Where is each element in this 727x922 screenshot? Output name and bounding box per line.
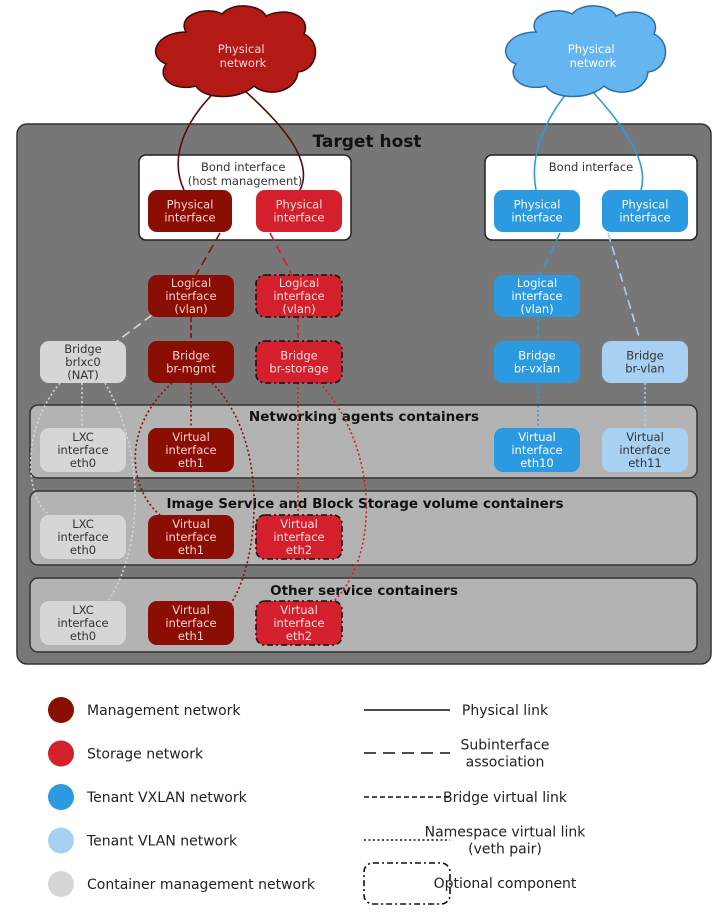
subinterface-association — [539, 232, 561, 276]
legend-optional-swatch — [363, 862, 451, 905]
legend-link-label: Bridge virtual link — [443, 790, 568, 806]
legend-link-item: Namespace virtual link(veth pair) — [364, 825, 586, 858]
legend-swatch — [48, 871, 74, 897]
legend-link-label: Physical link — [462, 703, 549, 719]
physical-link — [229, 77, 305, 191]
subinterface-association — [269, 232, 293, 276]
legend-link-label: Optional component — [434, 876, 577, 892]
target-host-title: Target host — [312, 132, 421, 152]
svg-text:Physical network: Physical network — [568, 42, 618, 70]
legend-swatch — [48, 784, 74, 810]
legend-label: Tenant VLAN network — [86, 834, 238, 850]
legend-label: Management network — [87, 703, 241, 719]
legend-swatch — [48, 697, 74, 723]
subinterface-association — [607, 232, 641, 341]
legend-label: Tenant VXLAN network — [86, 790, 248, 806]
subinterface-association — [195, 232, 221, 276]
bond-left-label: Bond interface (host management) — [188, 160, 303, 188]
other-service-containers: Other service containers — [29, 577, 698, 653]
legend-swatch — [48, 827, 74, 854]
image-block-storage-containers: Image Service and Block Storage volume c… — [29, 490, 698, 566]
legend-item: Container management network — [48, 871, 316, 897]
legend-link-item: Optional component — [363, 862, 577, 905]
networking-agents-containers: Networking agents containers — [29, 404, 698, 479]
legend-link-item: Bridge virtual link — [364, 790, 568, 806]
image-block-storage-title: Image Service and Block Storage volume c… — [166, 496, 563, 512]
namespace-virtual-link — [319, 382, 368, 606]
bond-right-label: Bond interface — [549, 160, 633, 174]
other-service-title: Other service containers — [270, 583, 458, 599]
networking-agents-title: Networking agents containers — [249, 409, 479, 425]
namespace-virtual-link — [104, 382, 136, 606]
legend-label: Container management network — [87, 877, 316, 893]
legend-item: Management network — [48, 697, 241, 723]
physical-network-cloud-right: Physical network — [504, 5, 667, 98]
legend-item: Storage network — [48, 740, 204, 767]
legend-item: Tenant VLAN network — [48, 827, 238, 854]
legend-label: Storage network — [87, 747, 204, 763]
physical-network-cloud-left: Physical network — [154, 5, 317, 98]
svg-text:Physical network: Physical network — [218, 42, 268, 70]
legend-link-label: Namespace virtual link(veth pair) — [425, 825, 587, 858]
legend-link-item: Physical link — [364, 703, 549, 719]
legend-item: Tenant VXLAN network — [48, 784, 248, 810]
namespace-virtual-link — [134, 382, 173, 516]
subinterface-association — [111, 314, 153, 346]
legend-swatch — [48, 740, 74, 767]
